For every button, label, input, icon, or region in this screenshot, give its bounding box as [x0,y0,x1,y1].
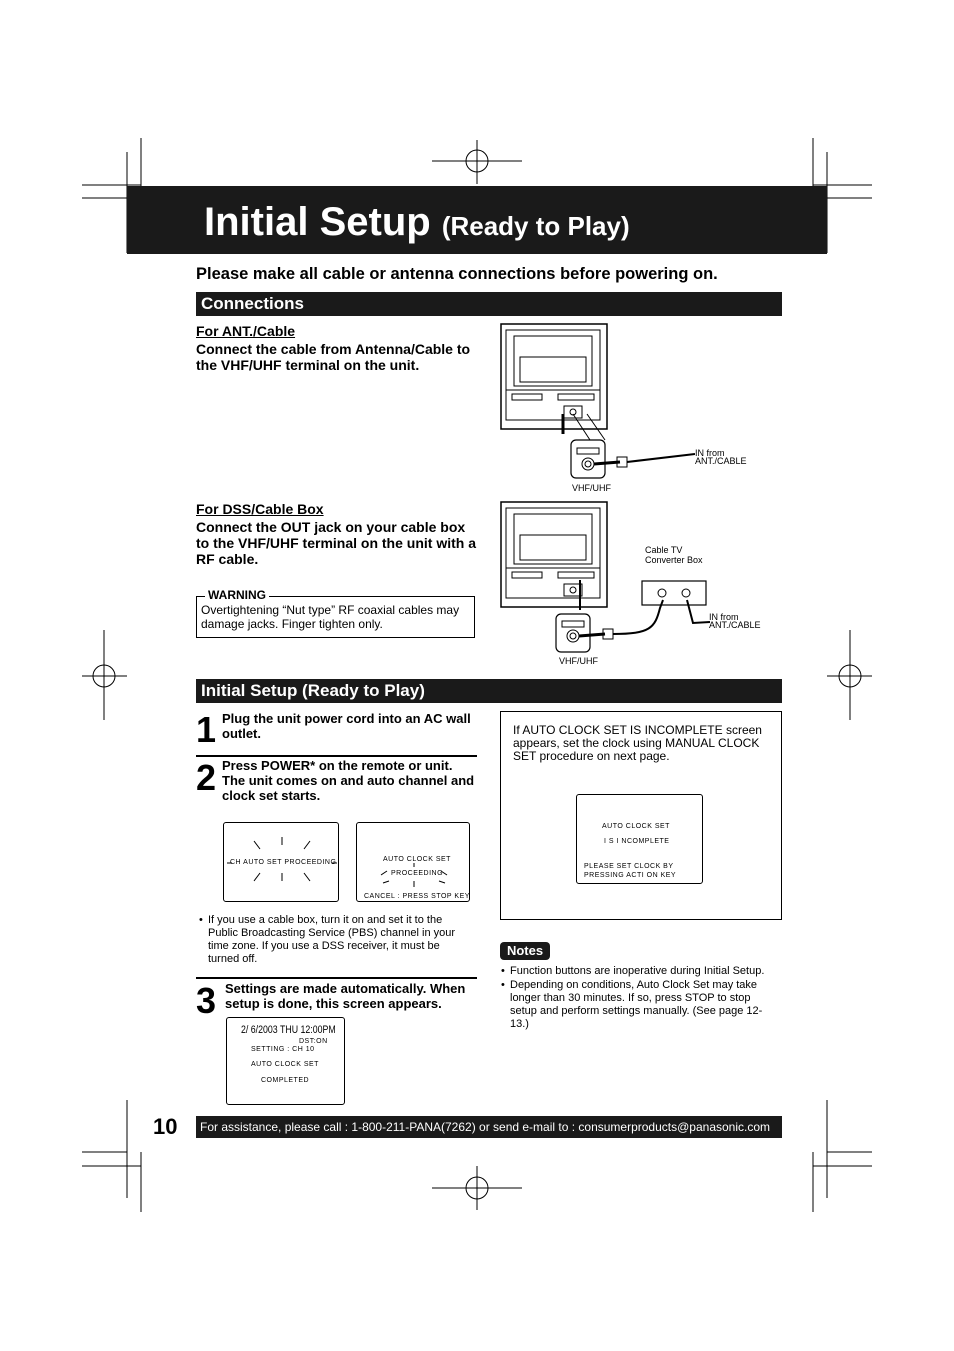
step1-number: 1 [196,709,217,750]
dss-heading: For DSS/Cable Box [196,501,324,517]
step3-number: 3 [196,980,217,1021]
note-item-2: Depending on conditions, Auto Clock Set … [510,979,763,1030]
note-bullet-1: • [501,965,505,977]
screen-c-setting: SETTING : CH 10 [251,1046,315,1053]
ant-heading: For ANT./Cable [196,323,296,339]
cable-box-bullet: If you use a cable box, turn it on and s… [208,914,456,965]
step1-text: Plug the unit power cord into an AC wall… [222,711,471,741]
screen-ch-auto-set: CH AUTO SET PROCEEDING [223,822,339,902]
ant-cable-diagram [561,413,695,479]
page-title-main: Initial Setup [204,200,431,244]
dss-label-cable-tv: Cable TV [645,545,683,555]
dss-label-converter: Converter Box [645,555,703,565]
warning-label: WARNING [205,588,269,602]
screen-b-line3: CANCEL : PRESS STOP KEY [364,893,470,900]
dss-label-ant: ANT./CABLE [709,620,761,630]
dss-label-in: IN from [709,612,739,622]
step3-rule [196,977,477,979]
screen-c-auto: AUTO CLOCK SET [251,1061,319,1068]
step3-text: Settings are made automatically. When se… [225,981,466,1011]
screen-c-dst: DST:ON [299,1038,328,1045]
flash-lines [227,837,337,882]
screen-a-line1: CH AUTO SET PROCEEDING [230,859,337,866]
screen-d-line1: AUTO CLOCK SET [602,823,670,830]
ant-label-vhf: VHF/UHF [572,483,611,493]
footer-assistance: For assistance, please call : 1-800-211-… [196,1116,782,1138]
warning-text: Overtightening “Nut type” RF coaxial cab… [201,603,460,631]
ant-label-ant: ANT./CABLE [695,456,747,466]
ant-text: Connect the cable from Antenna/Cable to … [196,341,471,373]
intro-text: Please make all cable or antenna connect… [196,265,718,283]
dss-text: Connect the OUT jack on your cable box t… [196,519,476,567]
page-number: 10 [153,1114,178,1139]
warning-box [196,596,475,638]
screen-setup-completed: 2/ 6/2003 THU 12:00PM DST:ON SETTING : C… [226,1017,345,1105]
screen-b-line1: AUTO CLOCK SET [383,856,451,863]
screen-d-line3: PLEASE SET CLOCK BY [584,863,674,870]
tv-back-diagram-dss [500,501,608,608]
bullet-dot: • [199,914,203,926]
screen-c-completed: COMPLETED [261,1077,310,1084]
screen-clock-incomplete: AUTO CLOCK SET I S I NCOMPLETE PLEASE SE… [576,794,703,884]
ant-label-in: IN from [695,448,725,458]
page-title-sub: (Ready to Play) [441,211,630,241]
tv-back-diagram-ant [500,323,608,430]
screen-c-date: 2/ 6/2003 THU 12:00PM [241,1024,336,1036]
screen-d-line2: I S I NCOMPLETE [604,838,670,845]
step2-rule [196,755,477,757]
notes-label: Notes [500,942,550,960]
setup-heading: Initial Setup (Ready to Play) [196,679,782,703]
step2-number: 2 [196,757,217,798]
connections-heading: Connections [196,292,782,316]
page-title: Initial Setup (Ready to Play) [204,200,630,245]
screen-b-line2: PROCEEDING [391,870,444,877]
dss-cable-diagram [555,580,711,653]
screen-d-line4: PRESSING ACTI ON KEY [584,872,677,879]
dss-label-vhf: VHF/UHF [559,656,598,666]
flash-lines-b [380,863,448,887]
converter-box [641,580,707,606]
title-bar [127,186,827,254]
screen-auto-clock-proceeding: AUTO CLOCK SET PROCEEDING CANCEL : PRESS… [356,822,470,902]
note-item-1: Function buttons are inoperative during … [510,965,765,977]
note-bullet-2: • [501,979,505,991]
incomplete-text: If AUTO CLOCK SET IS INCOMPLETE screen a… [513,723,762,763]
incomplete-box: If AUTO CLOCK SET IS INCOMPLETE screen a… [500,711,782,920]
step2-text: Press POWER* on the remote or unit. The … [222,758,475,803]
